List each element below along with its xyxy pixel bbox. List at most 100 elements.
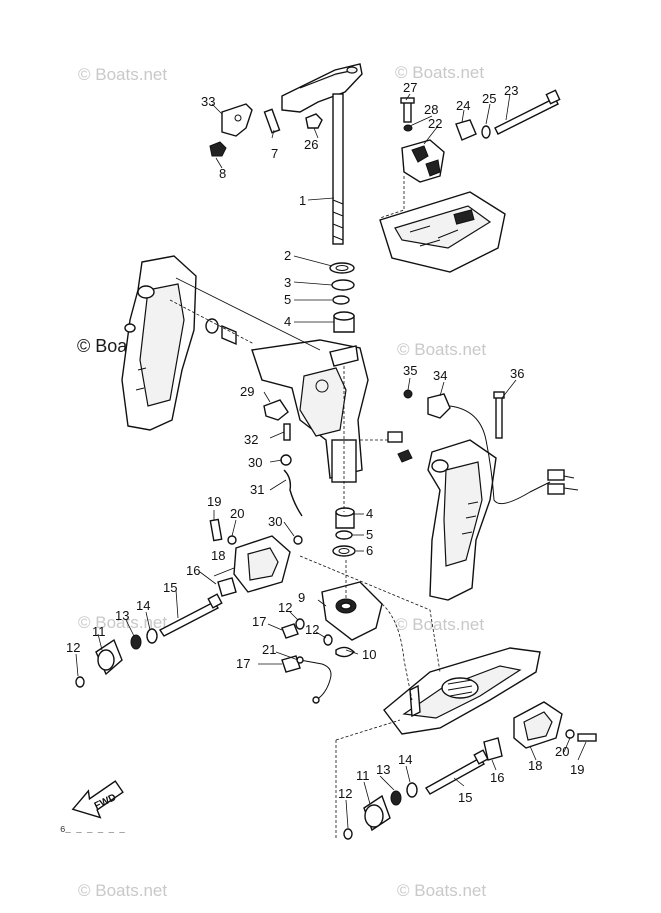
nut-12-c <box>323 634 333 646</box>
oring-5-upper <box>332 295 350 305</box>
callout-30-lower: 30 <box>268 514 282 529</box>
callout-4: 4 <box>284 314 291 329</box>
callout-34: 34 <box>433 368 447 383</box>
steering-shaft <box>281 63 363 245</box>
callout-13-upper: 13 <box>115 608 129 623</box>
callout-8: 8 <box>219 166 226 181</box>
callout-22: 22 <box>428 116 442 131</box>
watermark-text: © Boats.net <box>397 881 486 900</box>
callout-18-upper: 18 <box>211 548 225 563</box>
callout-28: 28 <box>424 102 438 117</box>
callout-19-upper: 19 <box>207 494 221 509</box>
callout-10: 10 <box>362 647 376 662</box>
callout-17-a: 17 <box>252 614 266 629</box>
drawing-code: 6_ _ _ _ _ _ <box>60 825 125 835</box>
clip-30-upper <box>280 454 292 466</box>
callout-27: 27 <box>403 80 417 95</box>
bolt-27 <box>400 97 415 123</box>
lower-mount-bracket <box>383 647 541 735</box>
bolt-36 <box>493 391 505 439</box>
washer-20-upper <box>227 535 237 545</box>
callout-9: 9 <box>298 590 305 605</box>
callout-36: 36 <box>510 366 524 381</box>
callout-30-upper: 30 <box>248 455 262 470</box>
callout-14-upper: 14 <box>136 598 150 613</box>
callout-labels: 1 2 3 5 4 33 7 8 26 27 28 22 24 25 23 35… <box>66 80 584 805</box>
bottom-cowl-bracket <box>379 191 506 273</box>
watermark-text: © Boats.net <box>78 881 167 900</box>
callout-12-upper: 12 <box>66 640 80 655</box>
callout-16-upper: 16 <box>186 563 200 578</box>
screw-35 <box>403 389 413 399</box>
lower-mount-housing-9 <box>321 581 383 641</box>
callout-5-lower: 5 <box>366 527 373 542</box>
callout-29: 29 <box>240 384 254 399</box>
leader-lines <box>75 93 587 838</box>
nut-26 <box>305 113 323 129</box>
callout-26: 26 <box>304 137 318 152</box>
callout-5: 5 <box>284 292 291 307</box>
callout-35: 35 <box>403 363 417 378</box>
callout-1: 1 <box>299 193 306 208</box>
watermark-text: © Boats.net <box>78 65 167 84</box>
clip-10 <box>335 646 355 658</box>
washer-13-lower <box>390 790 402 806</box>
washer-20-lower <box>565 729 575 739</box>
seal-6 <box>332 545 356 557</box>
callout-15-upper: 15 <box>163 580 177 595</box>
clip-30-lower <box>293 535 303 545</box>
bolt-15-upper <box>158 593 223 637</box>
callout-11-upper: 11 <box>92 624 106 639</box>
collar-16-upper <box>217 577 237 597</box>
rubber-mount-11-lower <box>363 794 391 832</box>
watermark-text: © Boats.net <box>397 340 486 359</box>
clamp-22 <box>401 139 445 183</box>
callout-23: 23 <box>504 83 518 98</box>
watermark-text: © Boats.net <box>78 613 167 632</box>
callout-12-b: 12 <box>278 600 292 615</box>
grease-nipple <box>387 431 413 463</box>
bolt-15-lower <box>424 749 489 795</box>
callout-25: 25 <box>482 91 496 106</box>
washer-13-upper <box>130 634 142 650</box>
callout-7: 7 <box>271 146 278 161</box>
collar-17-a <box>281 623 299 639</box>
fitting-29 <box>263 399 289 421</box>
plate-24 <box>455 119 477 141</box>
callout-2: 2 <box>284 248 291 263</box>
nut-12-upper-left <box>75 676 85 688</box>
callout-4-lower: 4 <box>366 506 373 521</box>
callout-31: 31 <box>250 482 264 497</box>
nut-12-b <box>295 618 305 630</box>
mount-cover-18-upper <box>233 535 291 593</box>
trim-sensor-34 <box>427 393 579 505</box>
callout-15-lower: 15 <box>458 790 472 805</box>
rubber-mount-11-upper <box>95 638 123 676</box>
callout-11-lower: 11 <box>356 768 370 783</box>
mount-cover-18-lower <box>513 701 563 749</box>
washer-14-lower <box>406 782 418 798</box>
bolt-23 <box>494 89 561 135</box>
callout-3: 3 <box>284 275 291 290</box>
callout-18-lower: 18 <box>528 758 542 773</box>
bracket-33 <box>221 103 253 137</box>
bolt-19-upper <box>209 518 223 542</box>
callout-24: 24 <box>456 98 470 113</box>
callout-12-lower: 12 <box>338 786 352 801</box>
callout-20-lower: 20 <box>555 744 569 759</box>
nut-12-lower <box>343 828 353 840</box>
callout-33: 33 <box>201 94 215 109</box>
callout-14-lower: 14 <box>398 752 412 767</box>
callout-32: 32 <box>244 432 258 447</box>
bolt-19-lower <box>577 733 597 742</box>
callout-19-lower: 19 <box>570 762 584 777</box>
bushing-4-lower <box>335 507 355 529</box>
ground-wire-21 <box>296 656 332 704</box>
seal-2 <box>329 262 355 274</box>
watermark-text: © Boats.net <box>395 615 484 634</box>
bolt-7 <box>263 108 281 134</box>
callout-13-lower: 13 <box>376 762 390 777</box>
oring-5-lower <box>335 530 353 540</box>
fwd-arrow-icon: FWD <box>71 780 124 819</box>
